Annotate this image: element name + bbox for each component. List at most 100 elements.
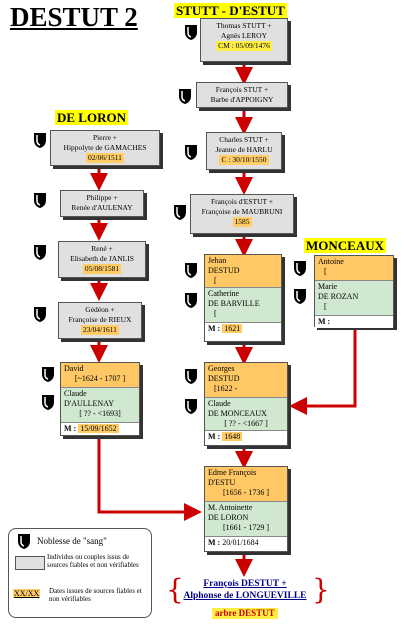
marriage-date: 15/09/1652 xyxy=(78,424,119,433)
bottom-line: François DESTUT + xyxy=(203,579,287,589)
husband-name: Edme François xyxy=(208,468,257,477)
box-line: François STUT + xyxy=(215,85,269,94)
box-line: Thomas STUTT + xyxy=(216,21,272,30)
header-stutt: STUTT - D'ESTUT xyxy=(174,3,287,18)
box-line: Charles STUT + xyxy=(219,135,269,144)
person-box-charles[interactable]: Charles STUT + Jeanne de HARLU C : 30/10… xyxy=(206,132,282,170)
box-line: Hippolyte de GAMACHES xyxy=(63,143,147,152)
shield-icon xyxy=(34,307,46,322)
husband-cell: Antoine [ xyxy=(315,256,393,281)
shield-icon xyxy=(34,133,46,148)
wife-surname: DE BARVILLE xyxy=(208,299,260,308)
wife-surname: DE ROZAN xyxy=(318,292,359,301)
wife-surname: D'AULLENAY xyxy=(64,399,115,408)
box-line: Jeanne de HARLU xyxy=(215,145,273,154)
wife-name: Catherine xyxy=(208,289,240,298)
marriage-cell: M : 1621 xyxy=(205,323,281,335)
box-line: François d'ESTUT + xyxy=(210,197,274,206)
wife-dates: [ ?? - <1693] xyxy=(79,409,121,418)
wife-surname: DE LORON xyxy=(208,513,249,522)
box-line: René + xyxy=(91,244,113,253)
husband-dates: [ xyxy=(324,267,327,276)
bottom-couple[interactable]: François DESTUT + Alphonse de LONGUEVILL… xyxy=(178,578,312,602)
person-box-philippe[interactable]: Philippe + Renée d'AULENAY xyxy=(60,190,144,217)
legend-noblesse: Noblesse de "sang" xyxy=(37,536,107,546)
husband-dates: [1656 - 1736 ] xyxy=(223,488,269,497)
wife-dates: [1661 - 1729 ] xyxy=(223,523,269,532)
marriage-label: M : xyxy=(208,324,221,333)
box-line: Pierre + xyxy=(92,133,117,142)
bottom-line: Alphonse de LONGUEVILLE xyxy=(183,591,307,601)
tree-link[interactable]: arbre DESTUT xyxy=(212,608,278,619)
couple-box-jehan[interactable]: Jehan DESTUD [ Catherine DE BARVILLE [ M… xyxy=(204,254,282,342)
marriage-label: M : xyxy=(208,432,221,441)
page-title: DESTUT 2 xyxy=(10,2,138,32)
marriage-cell: M : 20/01/1684 xyxy=(205,537,287,549)
shield-icon xyxy=(185,263,197,278)
couple-box-edme[interactable]: Edme François D'ESTU [1656 - 1736 ] M. A… xyxy=(204,466,288,552)
box-line: Elisabeth de JANLIS xyxy=(70,254,134,263)
husband-cell: Edme François D'ESTU [1656 - 1736 ] xyxy=(205,467,287,502)
couple-box-david[interactable]: David [~1624 - 1707 ] Claude D'AULLENAY … xyxy=(60,362,140,436)
legend-date-swatch: XX/XX xyxy=(13,589,41,598)
wife-dates: [ xyxy=(324,302,327,311)
wife-name: M. Antoinette xyxy=(208,503,253,512)
husband-cell: Jehan DESTUD [ xyxy=(205,255,281,288)
husband-cell: David [~1624 - 1707 ] xyxy=(61,363,139,388)
shield-icon xyxy=(185,369,197,384)
couple-box-georges[interactable]: Georges DESTUD [1622 - Claude DE MONCEAU… xyxy=(204,362,288,446)
person-box-pierre[interactable]: Pierre + Hippolyte de GAMACHES 02/06/151… xyxy=(50,130,160,166)
box-line: Philippe + xyxy=(86,193,118,202)
marriage-date: 1621 xyxy=(222,324,243,333)
marriage-cell: M : xyxy=(315,316,393,328)
wife-cell: Catherine DE BARVILLE [ xyxy=(205,288,281,323)
box-line: Gédéon + xyxy=(85,305,115,314)
shield-icon xyxy=(34,245,46,260)
person-box-rene[interactable]: René + Elisabeth de JANLIS 05/08/1581 xyxy=(58,241,146,278)
marriage-cell: M : 1648 xyxy=(205,431,287,443)
wife-name: Marie xyxy=(318,282,338,291)
legend-dates: Dates issues de sources fiables et non v… xyxy=(49,587,142,603)
shield-icon xyxy=(179,89,191,104)
husband-dates: [ xyxy=(214,276,217,285)
shield-icon xyxy=(185,145,197,160)
husband-dates: [~1624 - 1707 ] xyxy=(74,374,126,383)
husband-name: Georges xyxy=(208,364,235,373)
box-line: Renée d'AULENAY xyxy=(71,203,133,212)
date-badge: 05/08/1581 xyxy=(82,264,122,274)
couple-box-antoine[interactable]: Antoine [ Marie DE ROZAN [ M : xyxy=(314,255,394,328)
shield-icon xyxy=(34,193,46,208)
husband-surname: D'ESTU xyxy=(208,478,236,487)
date-badge: 23/04/1611 xyxy=(81,325,119,335)
legend-sources: Individus ou couples issus de sources fi… xyxy=(47,553,139,569)
wife-cell: M. Antoinette DE LORON [1661 - 1729 ] xyxy=(205,502,287,537)
person-box-thomas[interactable]: Thomas STUTT + Agnès LEROY CM : 05/09/14… xyxy=(200,18,288,62)
legend: Noblesse de "sang" Individus ou couples … xyxy=(8,528,152,618)
wife-name: Claude xyxy=(208,399,231,408)
shield-icon xyxy=(18,534,30,549)
shield-icon xyxy=(174,205,186,220)
husband-surname: DESTUD xyxy=(208,266,240,275)
wife-cell: Claude D'AULLENAY [ ?? - <1693] xyxy=(61,388,139,423)
marriage-date: 1648 xyxy=(222,432,243,441)
marriage-date: 20/01/1684 xyxy=(222,538,259,547)
person-box-francois-stut[interactable]: François STUT + Barbe d'APPOIGNY xyxy=(196,82,288,108)
person-box-francois-destut[interactable]: François d'ESTUT + Françoise de MAUBRUNI… xyxy=(190,194,294,234)
person-box-gedeon[interactable]: Gédéon + Françoise de RIEUX 23/04/1611 xyxy=(58,302,142,339)
husband-name: Antoine xyxy=(318,257,344,266)
shield-icon xyxy=(294,261,306,276)
date-badge: 02/06/1511 xyxy=(86,153,124,163)
date-badge: CM : 05/09/1476 xyxy=(216,41,272,51)
wife-dates: [ xyxy=(214,309,217,318)
header-monceaux: MONCEAUX xyxy=(304,238,386,253)
legend-gray-swatch xyxy=(15,556,45,570)
header-loron: DE LORON xyxy=(55,110,128,125)
marriage-cell: M : 15/09/1652 xyxy=(61,423,139,435)
box-line: Françoise de RIEUX xyxy=(68,315,132,324)
husband-cell: Georges DESTUD [1622 - xyxy=(205,363,287,398)
husband-name: David xyxy=(64,364,84,373)
shield-icon xyxy=(185,25,197,40)
husband-dates: [1622 - xyxy=(214,384,238,393)
wife-surname: DE MONCEAUX xyxy=(208,409,267,418)
